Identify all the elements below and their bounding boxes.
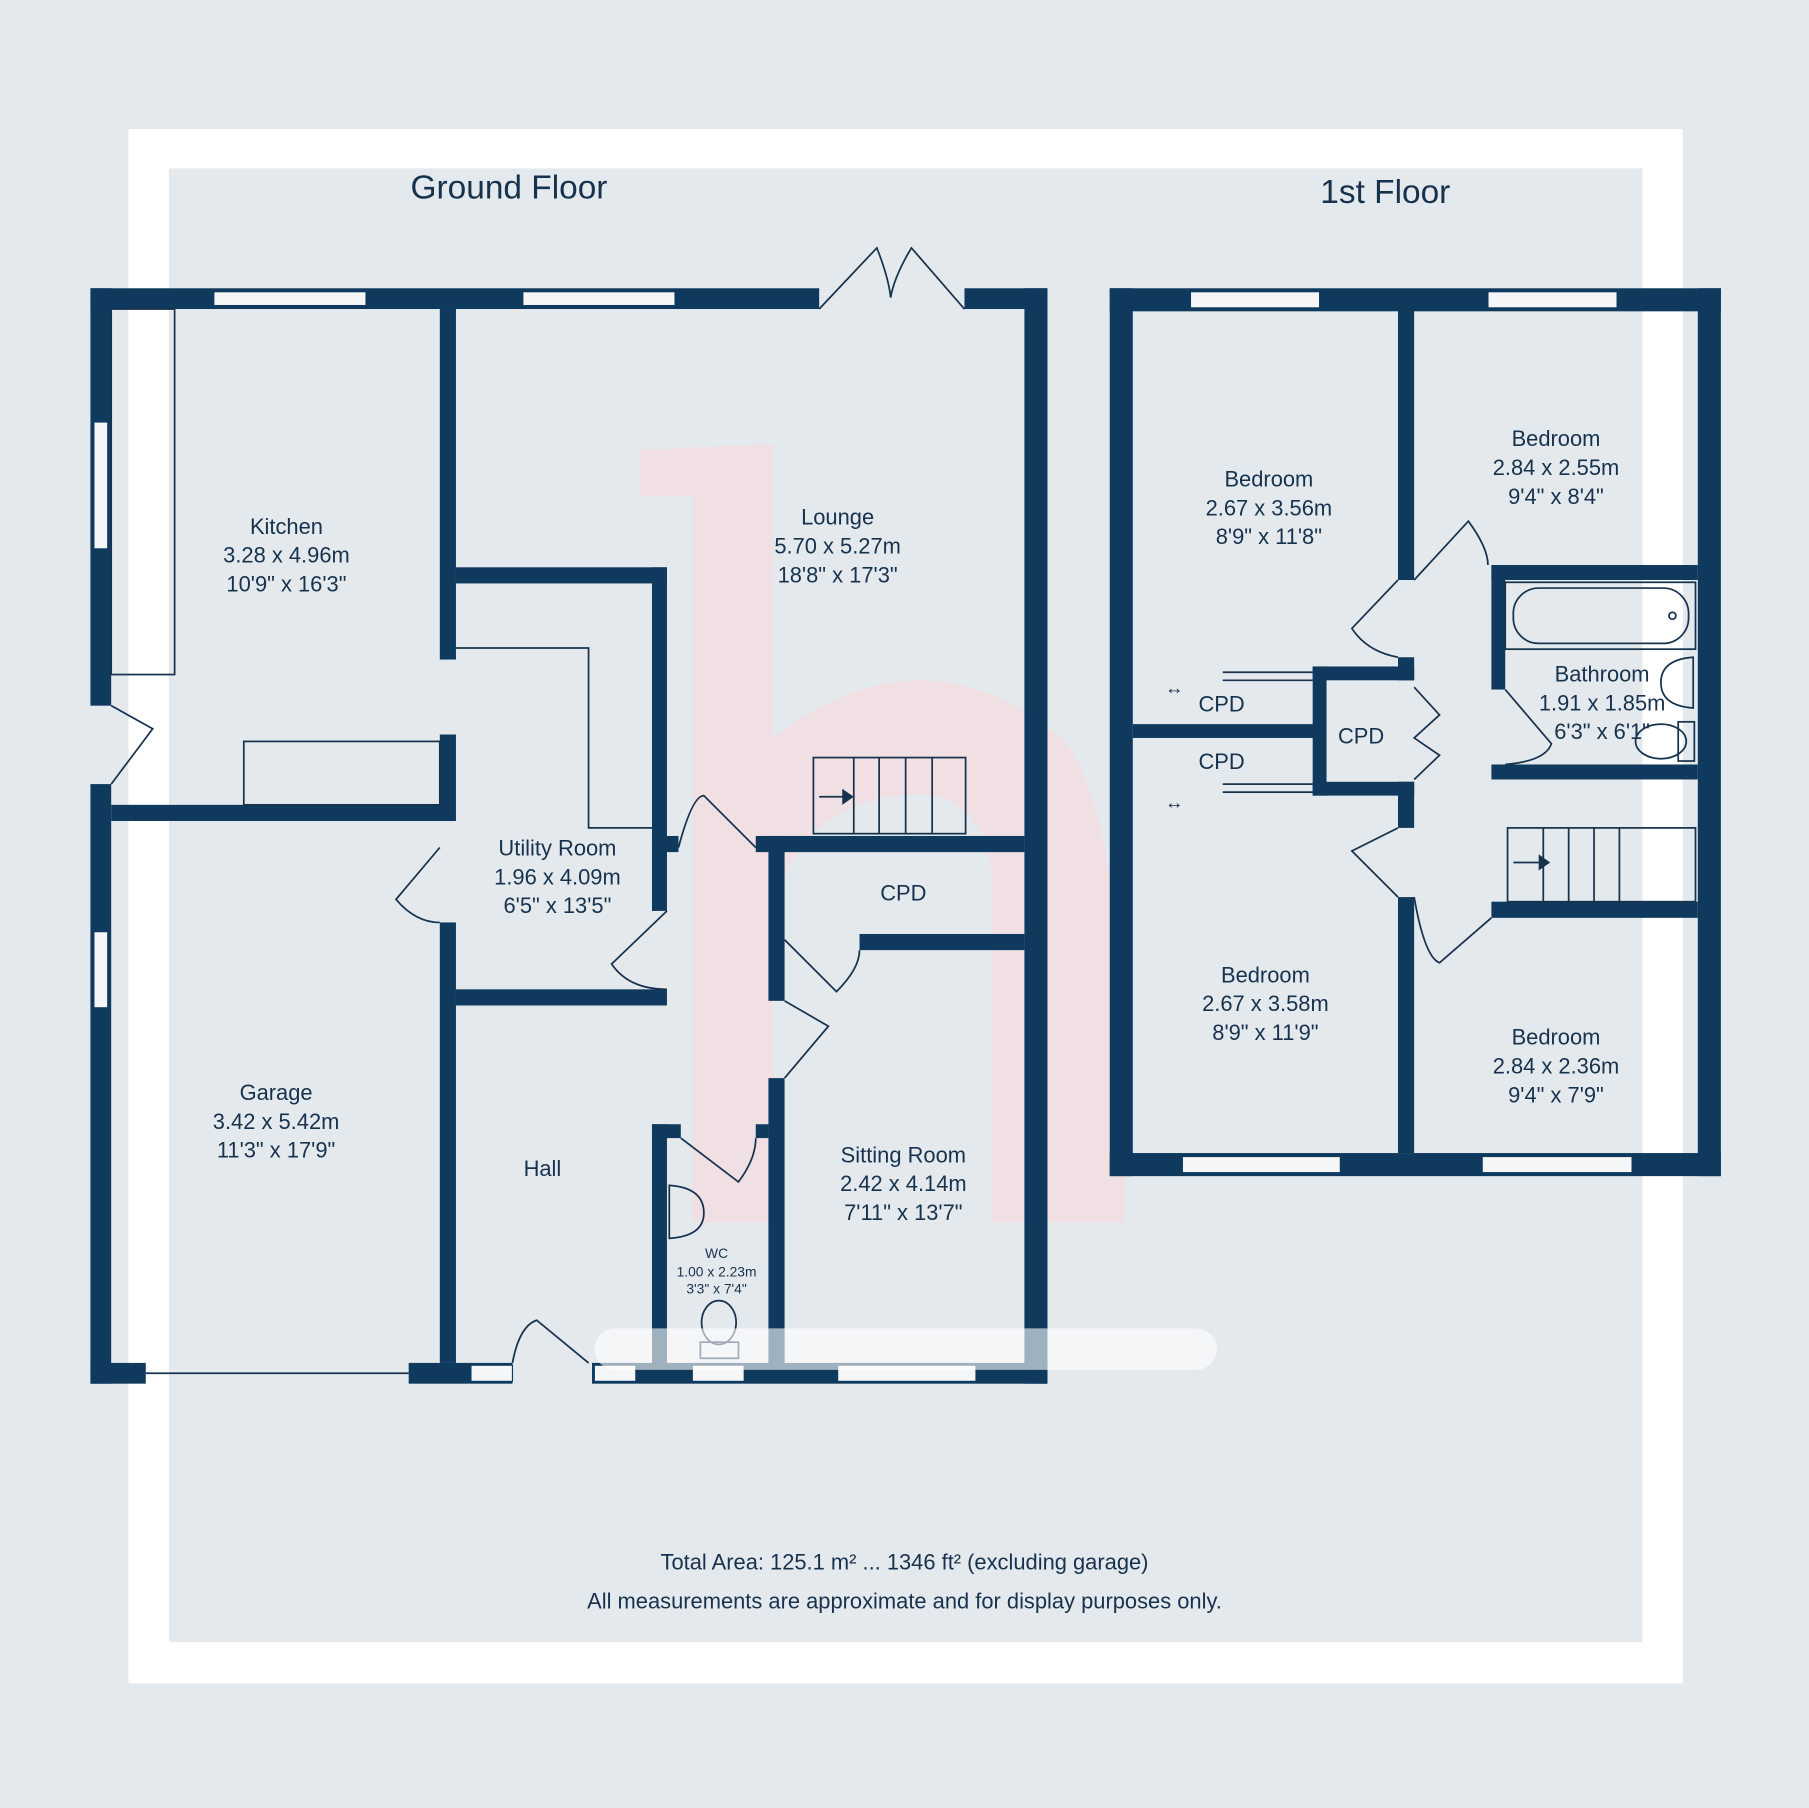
room-wc: WC 1.00 x 2.23m 3'3" x 7'4" bbox=[677, 1245, 757, 1297]
room-kitchen: Kitchen 3.28 x 4.96m 10'9" x 16'3" bbox=[223, 514, 350, 597]
first-floor-title: 1st Floor bbox=[1320, 174, 1450, 211]
svg-text:11'3" x 17'9": 11'3" x 17'9" bbox=[217, 1138, 335, 1163]
svg-text:9'4" x 8'4": 9'4" x 8'4" bbox=[1508, 484, 1604, 509]
room-cpd-ground: CPD bbox=[880, 881, 926, 906]
svg-text:18'8" x 17'3": 18'8" x 17'3" bbox=[778, 562, 898, 587]
svg-text:9'4" x 7'9": 9'4" x 7'9" bbox=[1508, 1082, 1604, 1107]
svg-text:7'11" x 13'7": 7'11" x 13'7" bbox=[844, 1200, 962, 1225]
svg-text:1.96 x 4.09m: 1.96 x 4.09m bbox=[494, 864, 621, 889]
svg-text:Lounge: Lounge bbox=[801, 505, 874, 530]
svg-text:Sitting Room: Sitting Room bbox=[841, 1142, 966, 1167]
first-floor-walls: ↔ ↔ bbox=[1109, 288, 1721, 1177]
sliding-door-icon: ↔ bbox=[1165, 677, 1183, 698]
room-bedroom-4: Bedroom 2.84 x 2.36m 9'4" x 7'9" bbox=[1493, 1025, 1620, 1108]
svg-text:1.00 x 2.23m: 1.00 x 2.23m bbox=[677, 1263, 757, 1279]
disclaimer: All measurements are approximate and for… bbox=[587, 1589, 1222, 1614]
svg-text:1.91 x 1.85m: 1.91 x 1.85m bbox=[1539, 690, 1666, 715]
svg-text:2.67 x 3.56m: 2.67 x 3.56m bbox=[1206, 495, 1333, 520]
room-cpd-2: CPD bbox=[1338, 724, 1384, 749]
svg-text:Bedroom: Bedroom bbox=[1224, 467, 1313, 492]
svg-text:Bedroom: Bedroom bbox=[1512, 1025, 1601, 1050]
svg-text:Kitchen: Kitchen bbox=[250, 514, 323, 539]
ground-floor-walls bbox=[90, 246, 1048, 1384]
room-bathroom: Bathroom 1.91 x 1.85m 6'3" x 6'1" bbox=[1539, 661, 1666, 744]
svg-text:3.28 x 4.96m: 3.28 x 4.96m bbox=[223, 543, 350, 568]
total-area: Total Area: 125.1 m² ... 1346 ft² (exclu… bbox=[661, 1549, 1149, 1574]
svg-text:Garage: Garage bbox=[240, 1080, 313, 1105]
room-hall: Hall bbox=[524, 1156, 562, 1181]
room-cpd-3: CPD bbox=[1198, 749, 1244, 774]
svg-text:3'3" x 7'4": 3'3" x 7'4" bbox=[686, 1281, 747, 1297]
svg-text:Bedroom: Bedroom bbox=[1512, 426, 1601, 451]
svg-text:6'5" x 13'5": 6'5" x 13'5" bbox=[503, 893, 611, 918]
room-cpd-1: CPD bbox=[1198, 691, 1244, 716]
room-bedroom-3: Bedroom 2.67 x 3.58m 8'9" x 11'9" bbox=[1202, 962, 1329, 1045]
ground-stairs bbox=[812, 756, 967, 835]
room-garage: Garage 3.42 x 5.42m 11'3" x 17'9" bbox=[213, 1080, 340, 1163]
svg-text:10'9" x 16'3": 10'9" x 16'3" bbox=[226, 572, 346, 597]
svg-text:Utility Room: Utility Room bbox=[498, 836, 616, 861]
svg-text:Bedroom: Bedroom bbox=[1221, 962, 1310, 987]
svg-text:WC: WC bbox=[705, 1245, 728, 1261]
svg-text:Bathroom: Bathroom bbox=[1555, 661, 1650, 686]
bathroom-basin-icon bbox=[1660, 656, 1695, 709]
svg-text:5.70 x 5.27m: 5.70 x 5.27m bbox=[774, 533, 901, 558]
bathroom-toilet-icon bbox=[1634, 723, 1688, 760]
svg-text:3.42 x 5.42m: 3.42 x 5.42m bbox=[213, 1109, 340, 1134]
room-bedroom-2: Bedroom 2.84 x 2.55m 9'4" x 8'4" bbox=[1493, 426, 1620, 509]
bath-icon bbox=[1504, 581, 1697, 651]
first-floor-stairs bbox=[1506, 827, 1697, 903]
room-sitting: Sitting Room 2.42 x 4.14m 7'11" x 13'7" bbox=[840, 1142, 967, 1225]
ground-floor-title: Ground Floor bbox=[411, 169, 608, 206]
svg-text:2.84 x 2.36m: 2.84 x 2.36m bbox=[1493, 1053, 1620, 1078]
room-lounge: Lounge 5.70 x 5.27m 18'8" x 17'3" bbox=[774, 505, 901, 588]
svg-text:8'9" x 11'9": 8'9" x 11'9" bbox=[1212, 1020, 1318, 1045]
room-bedroom-1: Bedroom 2.67 x 3.56m 8'9" x 11'8" bbox=[1206, 467, 1333, 550]
svg-text:8'9" x 11'8": 8'9" x 11'8" bbox=[1216, 524, 1322, 549]
svg-text:2.42 x 4.14m: 2.42 x 4.14m bbox=[840, 1171, 967, 1196]
sliding-door-icon: ↔ bbox=[1165, 791, 1183, 812]
inner-panel bbox=[168, 168, 1643, 1642]
svg-text:6'3" x 6'1": 6'3" x 6'1" bbox=[1554, 719, 1650, 744]
watermark-logo bbox=[640, 443, 1126, 1223]
svg-text:2.67 x 3.58m: 2.67 x 3.58m bbox=[1202, 991, 1329, 1016]
wc-basin-icon bbox=[668, 1184, 705, 1240]
svg-text:2.84 x 2.55m: 2.84 x 2.55m bbox=[1493, 455, 1620, 480]
watermark-bar bbox=[594, 1328, 1217, 1370]
room-utility: Utility Room 1.96 x 4.09m 6'5" x 13'5" bbox=[494, 836, 621, 919]
